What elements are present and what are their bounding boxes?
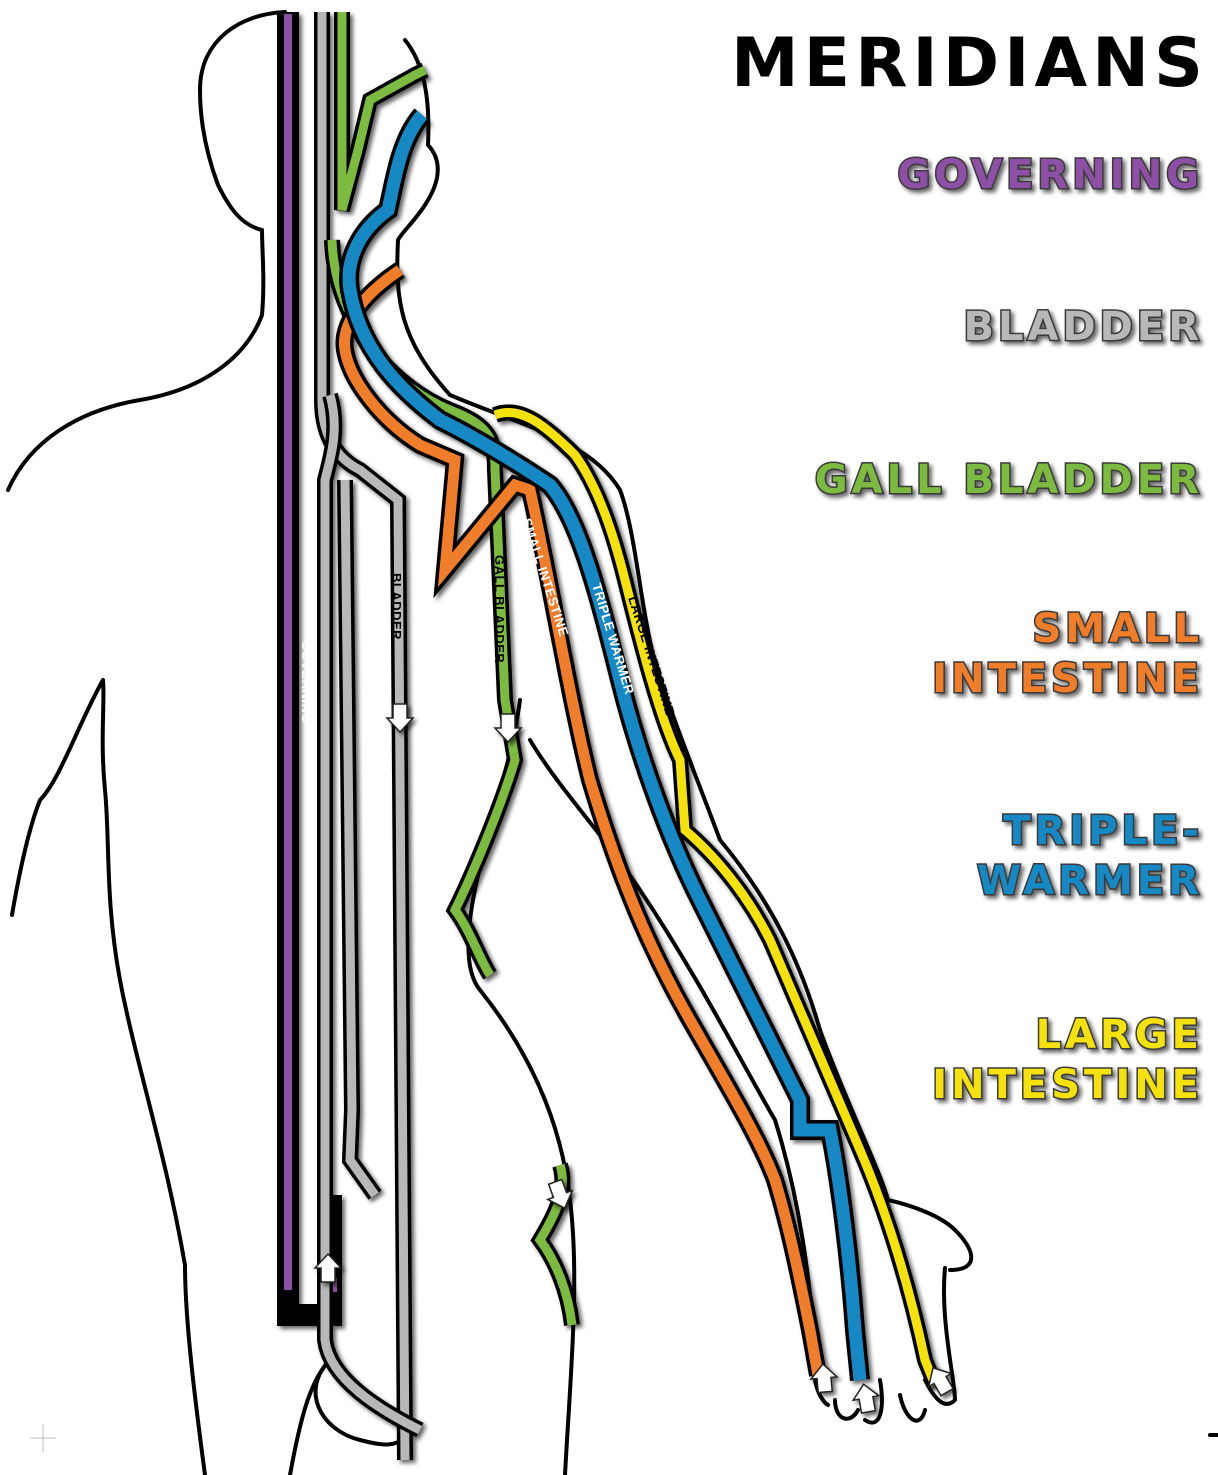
legend-label: TRIPLE- bbox=[1003, 808, 1203, 854]
legend-item-bladder: BLADDER bbox=[964, 304, 1203, 350]
legend-label: GOVERNING bbox=[897, 152, 1203, 198]
governing-path-label: GOVERNING bbox=[299, 640, 314, 724]
legend-label: LARGE bbox=[1036, 1012, 1203, 1058]
meridian-paths bbox=[281, 12, 935, 1460]
gall-bladder-path-label: GALL BLADDER bbox=[492, 555, 507, 663]
legend-label: SMALL bbox=[1032, 606, 1203, 652]
gall-bladder-path bbox=[332, 12, 572, 1325]
legend-item-gall-bladder: GALL BLADDER bbox=[815, 457, 1203, 503]
legend-label: WARMER bbox=[977, 858, 1203, 904]
legend-label: BLADDER bbox=[964, 304, 1203, 350]
triple-warmer-up-arrow-icon bbox=[851, 1382, 881, 1414]
large-intestine-path bbox=[495, 412, 935, 1385]
bladder-down-arrow-icon bbox=[387, 704, 413, 732]
legend-item-triple-warmer: TRIPLE-WARMER bbox=[977, 808, 1203, 904]
bladder-path-label: BLADDER bbox=[389, 573, 404, 640]
body-outline bbox=[8, 12, 1218, 1475]
legend-label: INTESTINE bbox=[932, 1062, 1203, 1108]
legend-label: INTESTINE bbox=[932, 656, 1203, 702]
page-title: MERIDIANS bbox=[731, 24, 1208, 103]
small-intestine-path bbox=[344, 270, 818, 1375]
crop-marks bbox=[30, 1424, 56, 1452]
legend-label: GALL BLADDER bbox=[815, 457, 1203, 503]
legend-item-governing: GOVERNING bbox=[897, 152, 1203, 198]
